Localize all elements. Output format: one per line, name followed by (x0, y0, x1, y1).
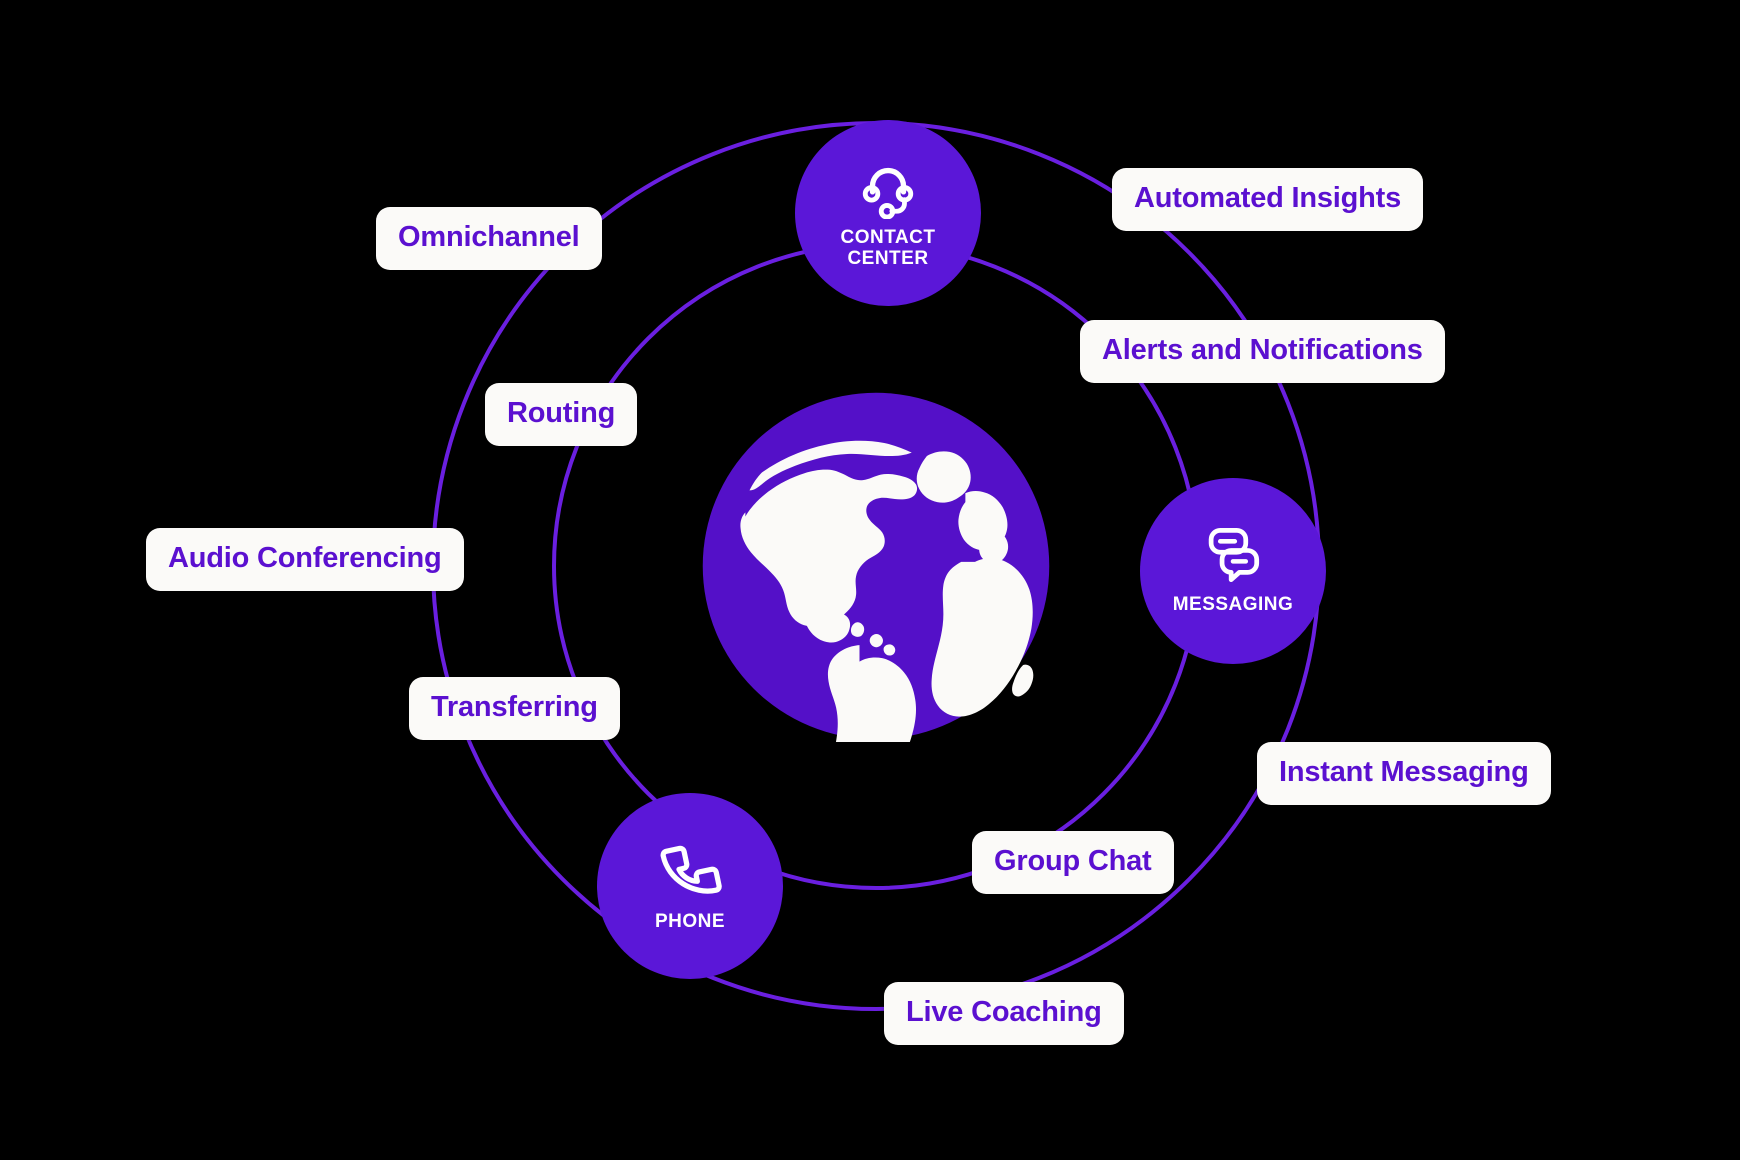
phone-handset-icon (658, 839, 722, 901)
node-phone[interactable]: PHONE (597, 793, 783, 979)
headset-icon (857, 157, 919, 220)
chat-bubbles-icon (1202, 526, 1264, 584)
pill-automated-insights[interactable]: Automated Insights (1112, 168, 1424, 231)
pill-transferring[interactable]: Transferring (409, 677, 620, 740)
globe-icon (700, 390, 1052, 803)
pill-instant-messaging[interactable]: Instant Messaging (1257, 742, 1551, 805)
node-messaging[interactable]: MESSAGING (1140, 478, 1326, 664)
pill-routing[interactable]: Routing (485, 383, 638, 446)
pill-audio-conferencing[interactable]: Audio Conferencing (146, 528, 464, 591)
node-contact-center[interactable]: CONTACT CENTER (795, 120, 981, 306)
pill-group-chat[interactable]: Group Chat (972, 831, 1174, 894)
pill-omnichannel[interactable]: Omnichannel (376, 207, 602, 270)
node-contact-center-label: CONTACT CENTER (840, 226, 936, 269)
pill-alerts-and-notifications[interactable]: Alerts and Notifications (1080, 320, 1445, 383)
pill-live-coaching[interactable]: Live Coaching (884, 982, 1124, 1045)
node-messaging-label: MESSAGING (1172, 594, 1294, 616)
node-phone-label: PHONE (654, 911, 726, 933)
